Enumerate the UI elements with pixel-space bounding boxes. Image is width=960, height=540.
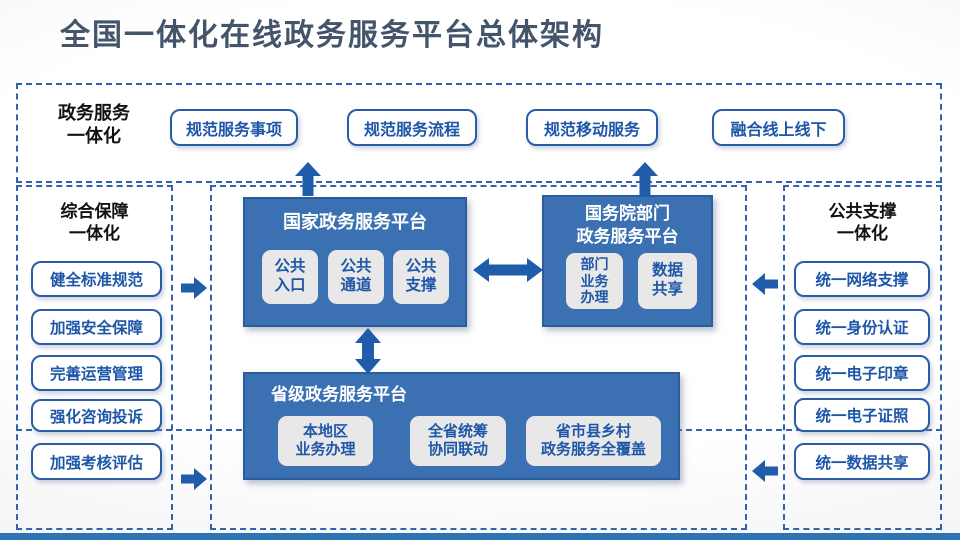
provincial-platform-title: 省级政务服务平台 [271,385,407,404]
provincial-coordination: 全省统筹 协同联动 [410,416,506,466]
provincial-full-coverage: 省市县乡村 政务服务全覆盖 [526,416,661,466]
arrow-up-down-icon [355,328,381,374]
right-panel-container [783,185,942,530]
national-public-channel: 公共 通道 [328,250,384,304]
top-band-container [16,83,942,183]
departments-platform-title: 国务院部门 政务服务平台 [576,204,679,246]
pill-standard-service-items: 规范服务事项 [170,109,298,146]
departments-data-sharing: 数据 共享 [638,253,697,309]
pill-standards-norms: 健全标准规范 [31,261,162,297]
pill-standard-mobile-service: 规范移动服务 [526,109,658,146]
pill-assessment-evaluation: 加强考核评估 [31,443,162,480]
left-panel-container [16,185,173,530]
arrow-left-icon [752,460,778,482]
right-panel-label: 公共支撑 一体化 [828,202,897,244]
pill-consultation-complaints: 强化咨询投诉 [31,399,162,432]
pill-standard-service-process: 规范服务流程 [347,109,477,146]
arrow-up-icon [294,162,322,196]
pill-unified-identity: 统一身份认证 [794,309,930,345]
footer-accent-bar [0,533,960,540]
pill-operation-management: 完善运营管理 [31,355,162,391]
pill-merge-online-offline: 融合线上线下 [712,109,845,146]
page-title: 全国一体化在线政务服务平台总体架构 [60,19,604,52]
pill-unified-eseal: 统一电子印章 [794,355,930,391]
provincial-local-business: 本地区 业务办理 [278,416,373,466]
center-container [210,185,747,530]
national-public-entrance: 公共 入口 [262,250,318,304]
arrow-left-right-icon [473,257,543,283]
arrow-right-icon [181,277,207,299]
left-panel-label: 综合保障 一体化 [60,202,129,244]
national-public-support: 公共 支撑 [393,250,449,304]
pill-unified-data-sharing: 统一数据共享 [794,443,930,480]
departments-business-handling: 部门 业务 办理 [566,253,623,309]
national-platform-title: 国家政务服务平台 [283,212,427,232]
pill-unified-network: 统一网络支撑 [794,261,930,297]
arrow-up-icon [631,162,659,196]
top-band-label: 政务服务 一体化 [58,103,130,147]
pill-unified-elicense: 统一电子证照 [794,398,930,432]
pill-security-assurance: 加强安全保障 [31,309,162,345]
arrow-left-icon [752,273,778,295]
arrow-right-icon [181,468,207,490]
